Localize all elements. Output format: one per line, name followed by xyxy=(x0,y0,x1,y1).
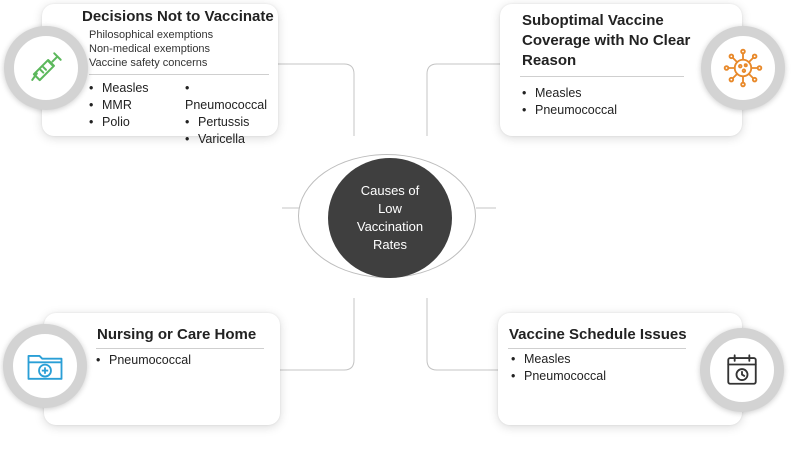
list-item: Pneumococcal xyxy=(185,80,278,114)
connector-bottom-left xyxy=(278,298,355,371)
bullet-list: Measles Pneumococcal xyxy=(511,351,606,385)
list-item: Polio xyxy=(89,114,149,131)
list-item: MMR xyxy=(89,97,149,114)
bullet-list: Measles Pneumococcal xyxy=(522,85,617,119)
icon-ring-virus xyxy=(701,26,785,110)
medical-folder-icon xyxy=(27,355,63,380)
connector-top-left xyxy=(278,63,355,136)
sub-item: Vaccine safety concerns xyxy=(89,57,208,69)
sub-list: Philosophical exemptions Non-medical exe… xyxy=(89,28,213,70)
divider xyxy=(520,76,684,77)
center-label: Causes of Low Vaccination Rates xyxy=(356,183,424,252)
list-item: Measles xyxy=(89,80,149,97)
list-item: Pneumococcal xyxy=(511,368,606,385)
list-item: Pneumococcal xyxy=(96,352,191,369)
title-line: Reason xyxy=(522,52,577,69)
syringe-icon xyxy=(31,52,62,82)
sub-item: Non-medical exemptions xyxy=(89,43,211,55)
list-item: Pertussis xyxy=(185,114,278,131)
divider xyxy=(96,348,264,349)
bullet-list: Pneumococcal xyxy=(96,352,191,369)
divider xyxy=(89,74,269,75)
connector-bottom-right xyxy=(426,298,500,371)
sub-item: Philosophical exemptions xyxy=(89,29,214,41)
bullet-list-col2: Pneumococcal Pertussis Varicella xyxy=(185,80,278,148)
card-title: Suboptimal Vaccine Coverage with No Clea… xyxy=(522,11,690,71)
calendar-clock-icon xyxy=(727,354,757,385)
list-item: Measles xyxy=(522,85,617,102)
bullet-list-col1: Measles MMR Polio xyxy=(89,80,149,131)
card-decisions-not-to-vaccinate: Decisions Not to Vaccinate Philosophical… xyxy=(42,4,278,146)
icon-ring-calendar xyxy=(700,328,784,412)
card-title: Vaccine Schedule Issues xyxy=(509,326,687,343)
card-title: Decisions Not to Vaccinate xyxy=(82,8,274,25)
connector-top-right xyxy=(426,63,500,136)
virus-icon xyxy=(723,48,763,88)
list-item: Pneumococcal xyxy=(522,102,617,119)
icon-ring-syringe xyxy=(4,26,88,110)
icon-ring-folder xyxy=(3,324,87,408)
title-line: Suboptimal Vaccine xyxy=(522,12,664,29)
divider xyxy=(508,348,686,349)
center-hub: Causes of Low Vaccination Rates xyxy=(328,158,452,278)
list-item: Varicella xyxy=(185,131,278,148)
list-item: Measles xyxy=(511,351,606,368)
card-title: Nursing or Care Home xyxy=(97,326,257,343)
title-line: Coverage with No Clear xyxy=(522,32,691,49)
